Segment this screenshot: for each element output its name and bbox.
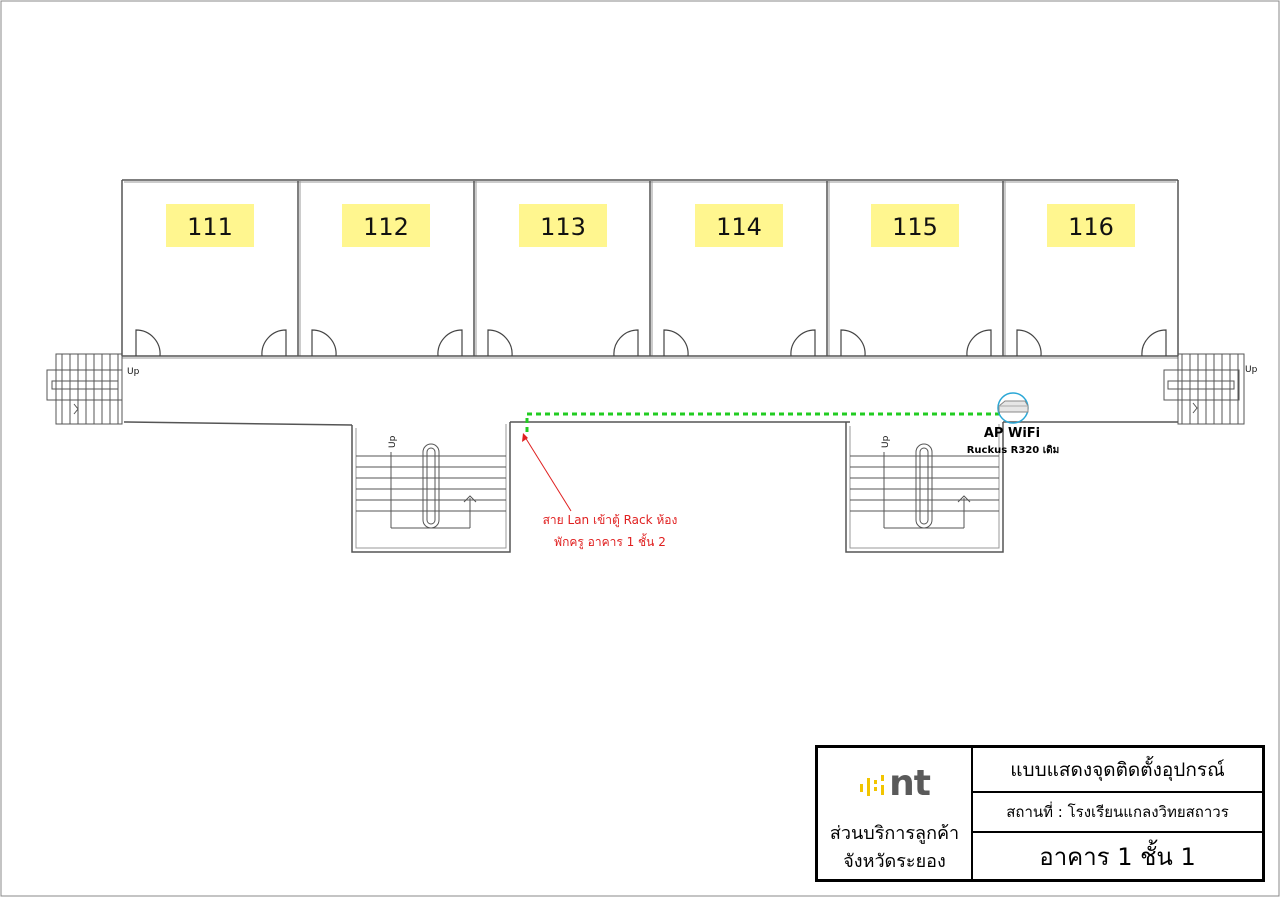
stair-up-label: Up <box>1245 365 1258 375</box>
nt-logo-text: nt <box>889 763 931 804</box>
stair-left-end <box>46 353 123 425</box>
location: สถานที่ : โรงเรียนแกลงวิทยสถาวร <box>973 793 1262 833</box>
lan-cable-route <box>525 412 1000 436</box>
stair-up-label: Up <box>881 435 891 448</box>
room-label-111: 111 <box>187 213 233 241</box>
department-line2: จังหวัดระยอง <box>843 851 946 872</box>
room-label-bg <box>695 204 783 247</box>
room-label-116: 116 <box>1068 213 1114 241</box>
stair-center-left <box>356 443 506 529</box>
room-label-bg <box>1047 204 1135 247</box>
stair-up-label: Up <box>127 367 140 377</box>
stair-right-end <box>1163 353 1245 425</box>
room-label-bg <box>519 204 607 247</box>
department: ส่วนบริการลูกค้า จังหวัดระยอง <box>830 820 959 876</box>
cable-note-line2: พักครู อาคาร 1 ชั้น 2 <box>554 533 666 550</box>
title-block: nt ส่วนบริการลูกค้า จังหวัดระยอง แบบแสดง… <box>815 745 1265 882</box>
room-label-115: 115 <box>892 213 938 241</box>
building-walls <box>121 179 1179 553</box>
room-label-bg <box>871 204 959 247</box>
title-block-info: แบบแสดงจุดติดตั้งอุปกรณ์ สถานที่ : โรงเร… <box>973 748 1262 879</box>
room-label-bg <box>342 204 430 247</box>
department-line1: ส่วนบริการลูกค้า <box>829 823 960 844</box>
cable-annotation-arrow <box>522 433 572 512</box>
nt-logo: nt <box>859 760 931 804</box>
nt-logo-mark-icon <box>860 775 885 796</box>
stair-up-label: Up <box>388 435 398 448</box>
room-label-113: 113 <box>540 213 586 241</box>
access-point-icon <box>997 392 1029 424</box>
room-label-112: 112 <box>363 213 409 241</box>
room-label-bg <box>166 204 254 247</box>
title-block-logo-cell: nt ส่วนบริการลูกค้า จังหวัดระยอง <box>818 748 973 879</box>
floor-label: อาคาร 1 ชั้น 1 <box>1039 842 1196 871</box>
room-labels: 111 112 113 114 115 116 <box>166 204 1135 247</box>
stair-center-right <box>850 443 999 529</box>
ap-model: Ruckus R320 เดิม <box>967 444 1060 456</box>
cable-note-line1: สาย Lan เข้าตู้ Rack ห้อง <box>543 513 678 528</box>
ap-name: AP WiFi <box>984 426 1040 441</box>
doors <box>135 329 1167 357</box>
drawing-heading: แบบแสดงจุดติดตั้งอุปกรณ์ <box>973 748 1262 793</box>
room-label-114: 114 <box>716 213 762 241</box>
